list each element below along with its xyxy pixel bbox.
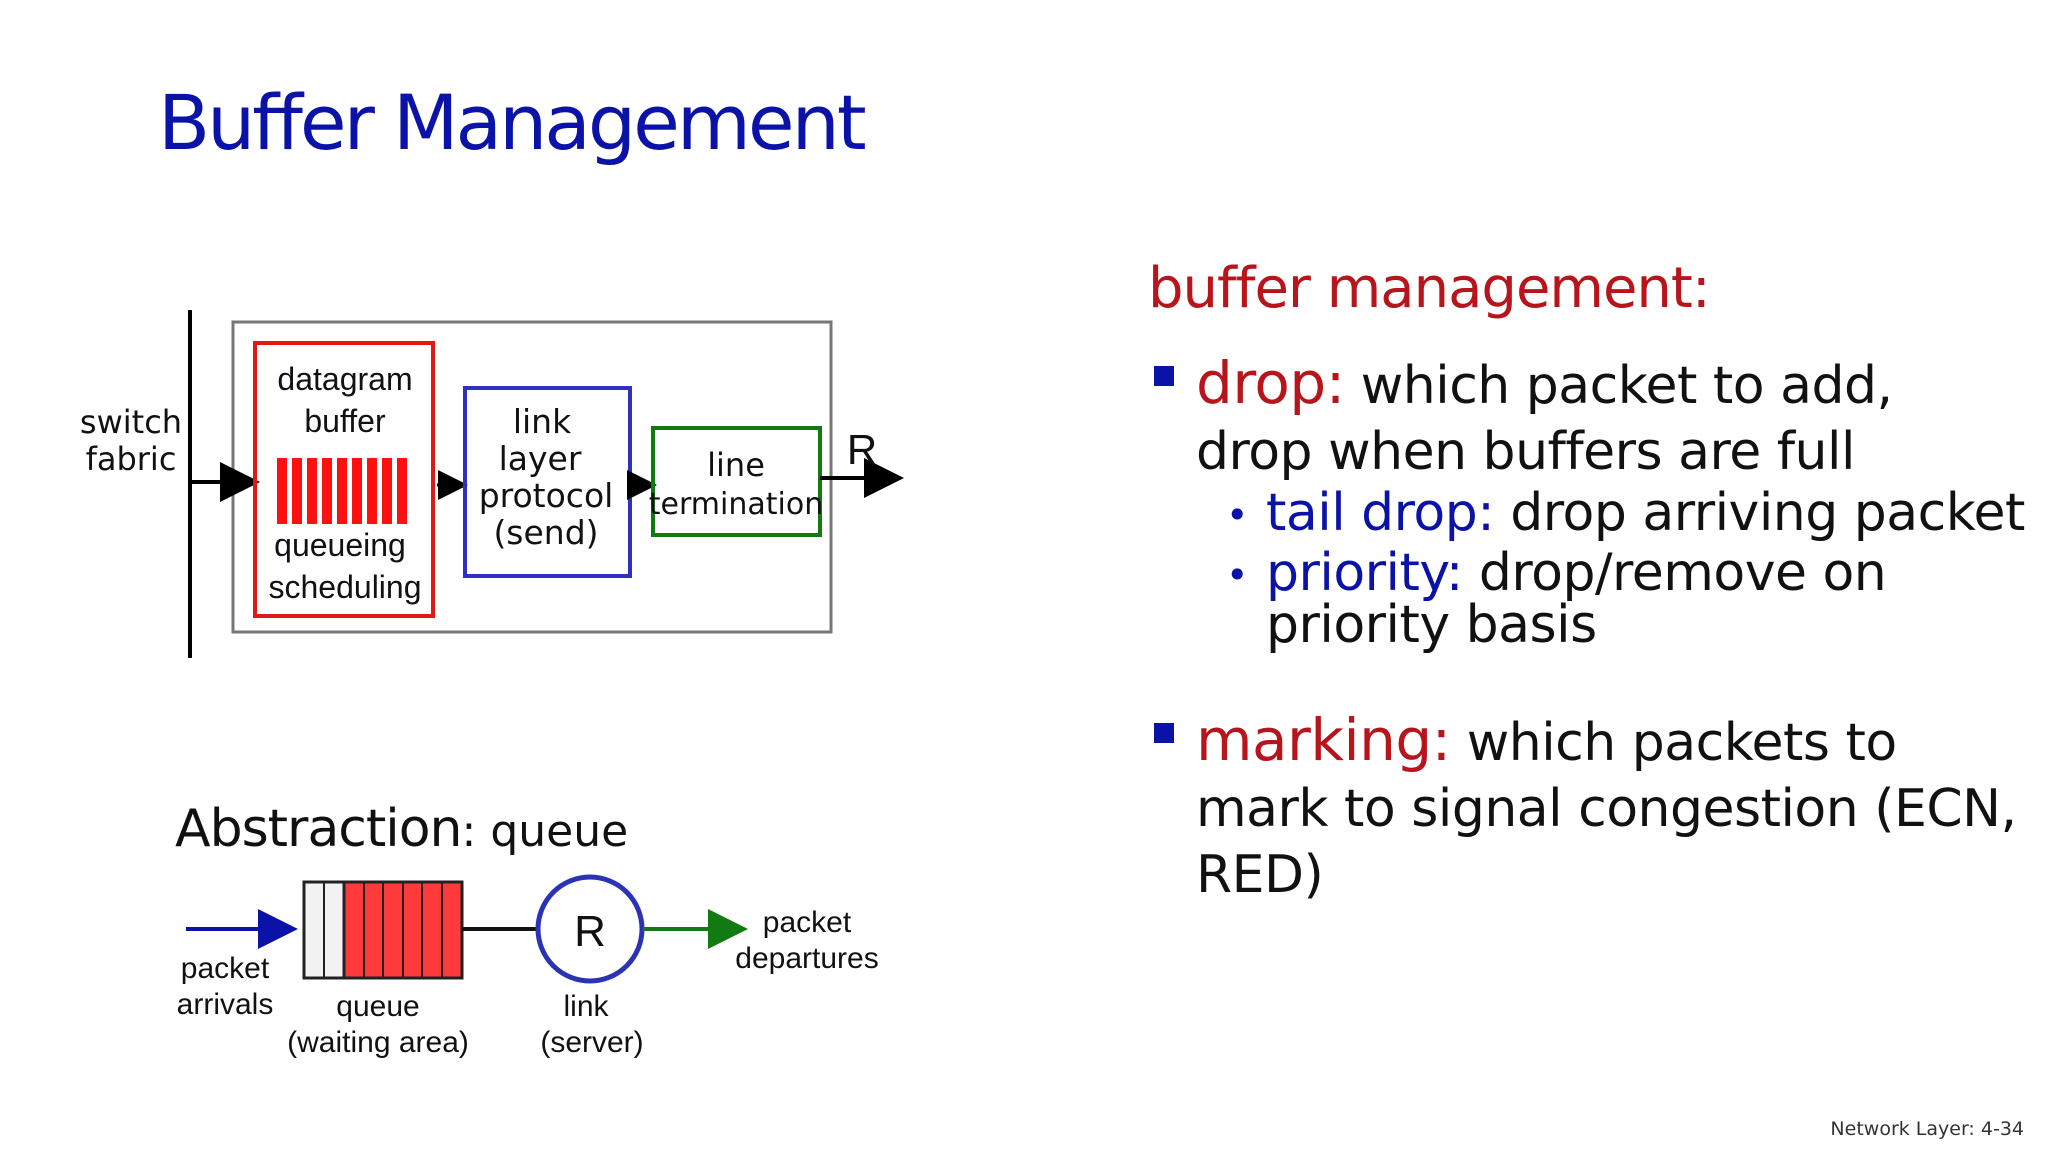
marking-text-line2: mark to signal congestion (ECN, [1196, 779, 2017, 839]
abstraction-label: Abstraction [175, 799, 462, 859]
queue-shape [302, 880, 464, 980]
abstraction-title: Abstraction: queue [175, 799, 628, 859]
buffer-management-heading: buffer management: [1148, 256, 1711, 321]
marking-bullet: marking: which packets to mark to signal… [1148, 707, 2028, 908]
switch-fabric-label-line1: switch [80, 403, 182, 441]
marking-text-line1: which packets to [1450, 713, 1897, 773]
switch-fabric-label-line2: fabric [86, 440, 177, 478]
server-circle [535, 874, 645, 984]
link-layer-label-line1: link [513, 402, 572, 441]
marking-text-line3: RED) [1196, 845, 1324, 905]
queueing-label: queueing [274, 527, 406, 563]
priority-text: drop/remove on priority basis [1266, 543, 1887, 655]
tail-drop-keyword: tail drop: [1266, 483, 1495, 543]
tail-drop-text: drop arriving packet [1494, 483, 2025, 543]
datagram-buffer-box [253, 341, 435, 618]
queue-label-line2: (waiting area) [287, 1026, 469, 1059]
drop-keyword: drop: [1196, 349, 1345, 417]
slide-footer: Network Layer: 4-34 [1830, 1118, 2024, 1140]
bullet-list: drop: which packet to add, drop when buf… [1148, 350, 2028, 908]
drop-bullet: drop: which packet to add, drop when buf… [1148, 350, 2028, 485]
queue-label-line1: queue [336, 990, 419, 1023]
priority-keyword: priority: [1266, 543, 1463, 603]
link-server-label-line2: (server) [540, 1026, 643, 1059]
abstraction-suffix: : queue [462, 806, 629, 857]
drop-text-line2: drop when buffers are full [1196, 422, 1855, 482]
line-termination-label-line2: termination [649, 487, 823, 522]
dot-bullet-icon: • [1226, 493, 1248, 537]
packet-departures-label-line2: departures [735, 942, 878, 975]
drop-policies: • tail drop: drop arriving packet • prio… [1148, 487, 2028, 651]
marking-keyword: marking: [1196, 706, 1451, 774]
square-bullet-icon [1154, 723, 1174, 743]
link-layer-label-line4: (send) [493, 513, 598, 552]
packet-arrivals-label-line1: packet [181, 952, 270, 985]
packet-departures-label-line1: packet [763, 906, 852, 939]
datagram-buffer-label-line2: buffer [304, 403, 386, 439]
datagram-buffer-label-line1: datagram [277, 361, 412, 397]
link-layer-label-line3: protocol [479, 476, 614, 515]
packet-arrivals-label-line2: arrivals [177, 988, 274, 1021]
tail-drop-bullet: • tail drop: drop arriving packet [1148, 487, 2028, 539]
slide-title: Buffer Management [158, 78, 867, 167]
link-layer-label-line2: layer [499, 439, 582, 478]
line-termination-box [651, 426, 822, 537]
priority-bullet: • priority: drop/remove on priority basi… [1148, 547, 2028, 651]
scheduling-label: scheduling [269, 569, 422, 605]
square-bullet-icon [1154, 366, 1174, 386]
server-rate-label: R [574, 907, 606, 956]
dot-bullet-icon: • [1226, 553, 1248, 597]
drop-text-line1: which packet to add, [1344, 356, 1893, 416]
buffer-packets [277, 458, 407, 524]
link-server-label-line1: link [563, 990, 609, 1023]
output-rate-label: R [847, 426, 877, 473]
line-termination-label-line1: line [707, 446, 765, 484]
